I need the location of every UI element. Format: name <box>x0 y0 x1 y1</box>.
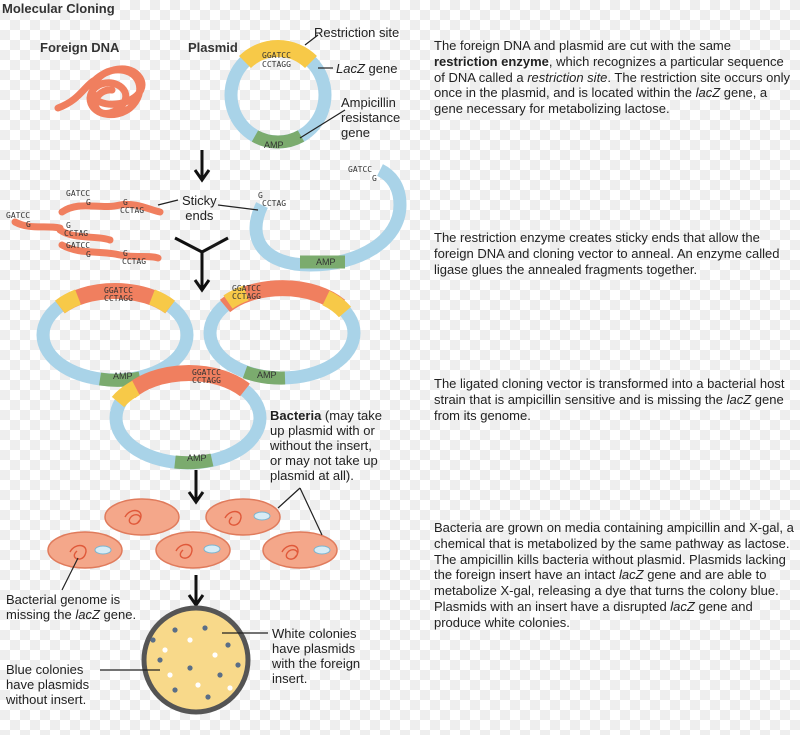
restriction-site-label: Restriction site <box>314 25 400 40</box>
svg-text:GGATCC: GGATCC <box>104 286 133 295</box>
merge-arrow <box>174 236 229 293</box>
plasmid-top-seq2: CCTAGG <box>262 60 291 69</box>
svg-text:GATCC: GATCC <box>6 211 30 220</box>
plasmid-header: Plasmid <box>188 40 238 55</box>
recombinant-plasmid-right: AMP GGATCC CCTAGG <box>203 280 361 385</box>
arrow-4 <box>187 575 205 608</box>
svg-text:GATCC: GATCC <box>66 189 90 198</box>
svg-text:GATCC: GATCC <box>66 241 90 250</box>
svg-text:G: G <box>66 221 71 230</box>
svg-text:CCTAG: CCTAG <box>64 229 88 238</box>
svg-text:CCTAGG: CCTAGG <box>232 292 261 301</box>
svg-text:G: G <box>258 191 263 200</box>
plasmid-top-amp: AMP <box>264 140 284 150</box>
bacteria-label: Bacteria (may take up plasmid with or wi… <box>270 408 382 483</box>
svg-text:GGATCC: GGATCC <box>232 284 261 293</box>
plasmid-top-seq1: GGATCC <box>262 51 291 60</box>
arrow-3 <box>187 470 205 505</box>
svg-text:G: G <box>123 198 128 207</box>
svg-text:G: G <box>26 220 31 229</box>
foreign-dna-header: Foreign DNA <box>40 40 120 55</box>
petri-dish <box>141 605 251 715</box>
plasmid-top: GGATCC CCTAGG AMP <box>224 40 332 150</box>
description-step-2: The restriction enzyme creates sticky en… <box>434 230 780 277</box>
description-step-1: The foreign DNA and plasmid are cut with… <box>434 38 790 117</box>
recombinant-plasmid-bottom: AMP GGATCC CCTAGG <box>109 365 267 470</box>
opened-plasmid: AMP G CCTAG GATCC G <box>249 164 407 272</box>
bacterium-5 <box>262 531 338 569</box>
recombinant-plasmid-left: AMP GGATCC CCTAGG <box>36 283 194 387</box>
svg-text:AMP: AMP <box>257 370 277 380</box>
description-step-4: Bacteria are grown on media containing a… <box>434 520 794 630</box>
fragment-sequences: GATCC G G CCTAG GATCC G G CCTAG GATCC G … <box>6 189 146 266</box>
svg-text:G: G <box>86 198 91 207</box>
ampicillin-label: Ampicillin resistance gene <box>341 95 401 140</box>
plasmid-leader-lines <box>299 34 346 139</box>
arrow-1 <box>193 150 211 183</box>
bacterium-2 <box>205 498 281 536</box>
foreign-fragments <box>11 200 164 262</box>
svg-text:CCTAG: CCTAG <box>262 199 286 208</box>
svg-text:CCTAGG: CCTAGG <box>192 376 221 385</box>
sticky-leader-lines <box>157 199 259 211</box>
svg-text:G: G <box>123 249 128 258</box>
page-title: Molecular Cloning <box>2 1 115 16</box>
bacterium-1 <box>104 498 180 536</box>
svg-text:GATCC: GATCC <box>348 165 372 174</box>
description-step-3: The ligated cloning vector is transforme… <box>434 376 785 423</box>
bacterium-3 <box>47 531 123 569</box>
svg-text:CCTAG: CCTAG <box>120 206 144 215</box>
svg-text:AMP: AMP <box>113 371 133 381</box>
foreign-dna-tangle <box>54 65 146 119</box>
svg-text:AMP: AMP <box>316 257 336 267</box>
petri-leader-lines <box>100 632 268 671</box>
white-colonies-label: White colonies have plasmids with the fo… <box>272 626 361 686</box>
bacteria-group <box>47 498 338 569</box>
svg-text:GGATCC: GGATCC <box>192 368 221 377</box>
svg-text:G: G <box>372 174 377 183</box>
svg-text:AMP: AMP <box>187 453 207 463</box>
svg-text:CCTAGG: CCTAGG <box>104 294 133 303</box>
bacterial-genome-label: Bacterial genome is missing the lacZ gen… <box>6 592 137 622</box>
sticky-ends-label: Sticky ends <box>182 193 217 223</box>
blue-colonies <box>150 625 241 700</box>
lacz-gene-label: LacZ gene <box>336 61 398 76</box>
white-colonies <box>162 637 233 691</box>
svg-text:CCTAG: CCTAG <box>122 257 146 266</box>
bacterium-4 <box>155 531 231 569</box>
blue-colonies-label: Blue colonies have plasmids without inse… <box>6 662 90 707</box>
bacteria-leader-lines <box>61 487 323 591</box>
svg-text:G: G <box>86 250 91 259</box>
